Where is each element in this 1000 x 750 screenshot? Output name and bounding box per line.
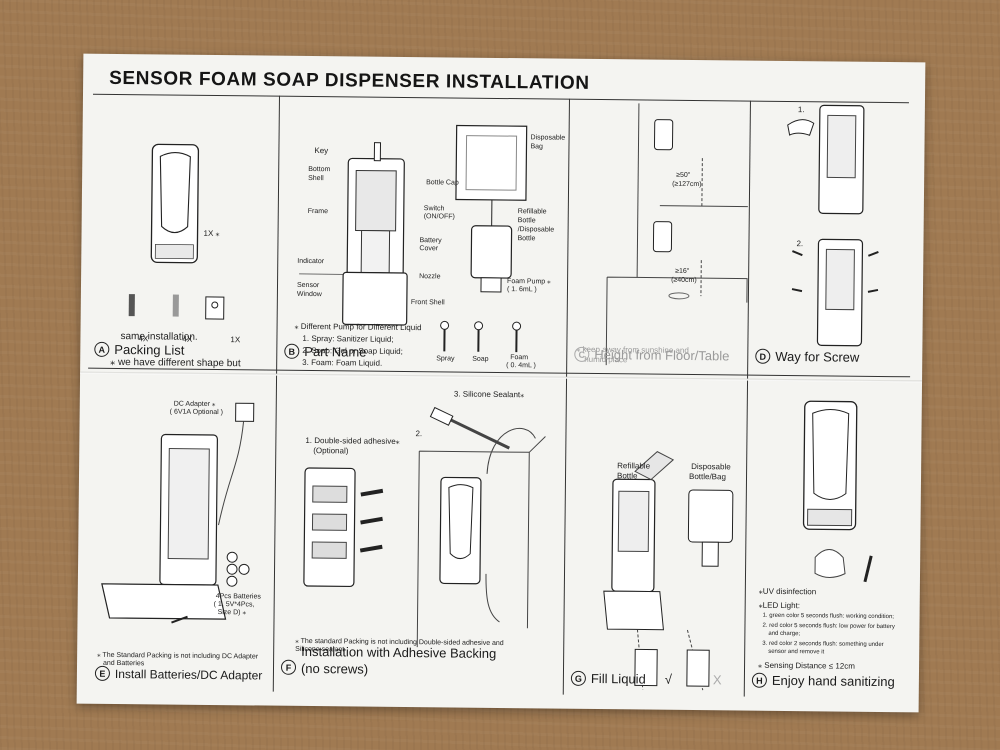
cross-mark-icon: X	[712, 672, 722, 688]
label-h: H	[751, 672, 767, 688]
screw-diagram	[787, 104, 879, 347]
label-refillable: Refillable	[517, 208, 547, 216]
packing-note-1: ⁎ we have different shape but	[110, 356, 241, 370]
label-bottom-shell: Bottom	[308, 165, 331, 174]
fill-disposable: Disposable	[691, 461, 731, 472]
led-line-2b: and charge;	[768, 630, 801, 638]
caption-screw: D Way for Screw	[755, 348, 860, 365]
fill-refillable: Refillable	[617, 461, 651, 471]
panel-batteries: DC Adapter ⁎ ( 6V1A Optional ) 4Pcs Batt…	[77, 374, 276, 692]
instruction-sheet: SENSOR FOAM SOAP DISPENSER INSTALLATION …	[76, 53, 926, 713]
panel-part-name: Key Bottom Shell Frame Indicator Sensor …	[276, 96, 569, 373]
fill-disposable-2: Bottle/Bag	[688, 471, 726, 482]
caption-adhesive: F Installation with Adhesive Backing (no…	[280, 643, 497, 678]
fill-refillable-2: Bottle	[616, 471, 638, 481]
label-disposable-bag: Disposable	[530, 134, 566, 142]
led-feature: ⁎LED Light:	[758, 600, 801, 611]
label-soap: Soap	[472, 355, 489, 363]
uv-feature: ⁎UV disinfection	[758, 586, 817, 597]
panel-fill-liquid: Refillable Bottle Disposable Bottle/Bag	[563, 379, 747, 697]
label-g: G	[570, 670, 586, 686]
label-a: A	[94, 341, 110, 357]
battery-size: Size D) ⁎	[217, 609, 247, 617]
led-line-3: 3. red color 2 seconds flush: something …	[762, 640, 884, 649]
check-mark-icon: √	[664, 671, 673, 687]
caption-text: Way for Screw	[775, 348, 860, 365]
label-frame: Frame	[307, 207, 329, 216]
label-spray: Spray	[436, 355, 455, 363]
label-nozzle: Nozzle	[419, 273, 441, 281]
caption-text-2: (no screws)	[300, 660, 369, 677]
sheet-title: SENSOR FOAM SOAP DISPENSER INSTALLATION	[109, 67, 590, 94]
sensing-distance: ⁎ Sensing Distance ≤ 12cm	[758, 660, 855, 671]
label-foam: Foam	[510, 354, 529, 362]
screw-step-2: 2.	[796, 239, 804, 249]
height-wall: ≥50"	[676, 171, 691, 179]
label-front-shell: Front Shell	[410, 299, 445, 307]
panel-enjoy: ⁎UV disinfection ⁎LED Light: 1. green co…	[744, 381, 906, 699]
label-sensor-2: Window	[296, 290, 322, 299]
led-line-2: 2. red color 5 seconds flush: low power …	[762, 622, 895, 631]
label-foam-2: ( 0. 4mL )	[506, 362, 536, 370]
label-foam-pump-2: ( 1. 6mL )	[506, 286, 537, 294]
caption-enjoy: H Enjoy hand sanitizing	[751, 672, 895, 690]
caption-text: Install Batteries/DC Adapter	[114, 666, 263, 683]
adhesive-step-2: 2.	[415, 429, 423, 439]
caption-text: Installation with Adhesive Backing	[301, 643, 497, 661]
caption-text: Enjoy hand sanitizing	[771, 672, 895, 690]
sanitizing-diagram	[802, 400, 873, 583]
label-refillable-2: Bottle	[517, 217, 536, 225]
label-b: B	[284, 343, 300, 359]
panel-height: ≥50" (≥127cm) ≥16" (≥40cm) ⁎ keep away f…	[566, 99, 750, 375]
label-d: D	[755, 348, 771, 364]
panel-adhesive: 1. Double-sided adhesive⁎ (Optional) 2. …	[273, 376, 566, 695]
adhesive-diagram	[303, 406, 546, 648]
exploded-view-illustration	[299, 124, 528, 353]
caption-text: Fill Liquid	[590, 670, 646, 687]
height-wall-metric: (≥127cm)	[672, 180, 702, 189]
fill-diagram	[603, 451, 734, 691]
height-table-metric: (≥40cm)	[671, 276, 697, 285]
caption-part-name: B Part Name	[284, 343, 367, 360]
panel-packing-list: 1X ⁎ 4X 4X 1X ⁎ we have different shape …	[80, 94, 279, 370]
caption-height: C Height from Floor/Table	[574, 346, 730, 364]
caption-text: Height from Floor/Table	[594, 346, 730, 364]
label-switch: Switch	[423, 205, 445, 213]
caption-text: Part Name	[304, 343, 367, 360]
led-line-3b: sensor and remove it	[768, 648, 825, 656]
label-key: Key	[314, 146, 329, 156]
label-sensor: Sensor	[296, 281, 320, 290]
label-refillable-4: Bottle	[517, 235, 536, 243]
qty-dispenser: 1X ⁎	[203, 228, 220, 239]
label-switch-2: (ON/OFF)	[423, 213, 455, 221]
caption-packing-list: A Packing List	[94, 341, 185, 358]
panel-screw: 1. 2.	[747, 101, 909, 377]
adhesive-step-1-optional: (Optional)	[313, 446, 349, 456]
label-indicator: Indicator	[297, 257, 325, 266]
label-battery-2: Cover	[419, 245, 439, 253]
pump-note-4: 3. Foam: Foam Liquid.	[302, 357, 383, 368]
pump-note-1: ⁎ Different Pump for Different Liquid	[294, 321, 422, 333]
led-line-1: 1. green color 5 seconds flush: working …	[762, 612, 895, 621]
height-table: ≥16"	[675, 267, 690, 275]
label-bottle-cap: Bottle Cap	[426, 179, 459, 187]
dispenser-illustration	[128, 143, 225, 320]
label-disposable-bag-2: Bag	[530, 143, 543, 151]
screw-step-1: 1.	[797, 105, 805, 115]
label-c: C	[574, 346, 590, 362]
qty-key: 1X	[230, 335, 241, 345]
adhesive-step-3: 3. Silicone Sealant⁎	[453, 389, 525, 400]
label-bottom-shell-2: Shell	[308, 174, 324, 183]
caption-text: Packing List	[114, 341, 185, 358]
battery-diagram	[101, 402, 255, 624]
label-f: F	[280, 659, 297, 675]
label-battery: Battery	[419, 237, 442, 245]
caption-batteries: E Install Batteries/DC Adapter	[94, 665, 263, 683]
label-e: E	[94, 665, 111, 681]
adapter-spec: ( 6V1A Optional )	[169, 408, 224, 417]
height-diagram	[605, 103, 748, 366]
caption-fill-liquid: G Fill Liquid √ X	[570, 670, 722, 688]
label-refillable-3: /Disposable	[517, 226, 555, 234]
